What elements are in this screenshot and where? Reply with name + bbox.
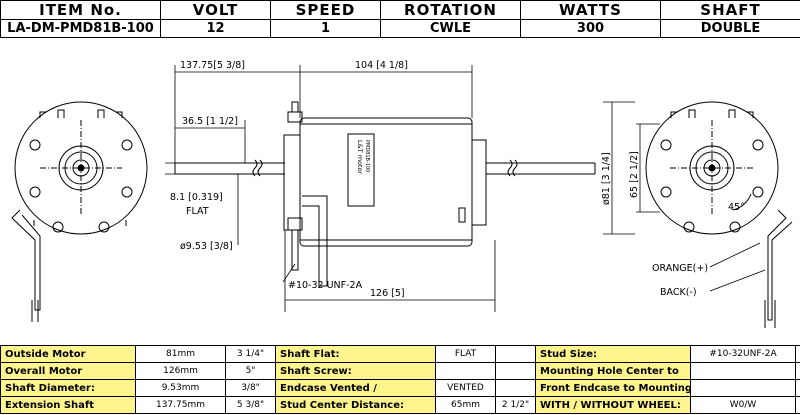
brand-label: L&T motor	[356, 140, 364, 175]
part-label: PMD81B-100	[364, 140, 370, 172]
side-view	[174, 101, 596, 287]
spec-value	[495, 345, 536, 363]
val-rotation: CWLE	[380, 19, 521, 38]
spec-value: FLAT	[435, 345, 496, 363]
dim-extension: 137.75[5 3/8]	[180, 60, 245, 71]
spec-label: Shaft Diameter:	[0, 379, 136, 397]
dimension-lines	[165, 65, 766, 312]
val-volt: 12	[160, 19, 271, 38]
spec-label: Front Endcase to Mounting	[535, 379, 691, 397]
col-item-no: ITEM No.	[0, 0, 161, 20]
spec-value: #10-32UNF-2A	[690, 345, 796, 363]
col-rotation: ROTATION	[380, 0, 521, 20]
wire-orange-label: ORANGE(+)	[652, 263, 708, 274]
spec-label: Overall Motor	[0, 362, 136, 380]
wire-black-label: BACK(-)	[660, 287, 697, 298]
dim-body: 104 [4 1/8]	[355, 60, 408, 71]
col-speed: SPEED	[270, 0, 381, 20]
val-watts: 300	[520, 19, 661, 38]
spec-value: 3/8"	[225, 379, 276, 397]
spec-value	[795, 379, 800, 397]
spec-value	[690, 379, 796, 397]
spec-value: 5"	[225, 362, 276, 380]
spec-value	[795, 362, 800, 380]
spec-value: W0/W	[690, 396, 796, 414]
spec-label: Mounting Hole Center to	[535, 362, 691, 380]
spec-label: Stud Size:	[535, 345, 691, 363]
value-row: LA-DM-PMD81B-100 12 1 CWLE 300 DOUBLE	[0, 19, 800, 38]
spec-value	[495, 362, 536, 380]
spec-value: 81mm	[135, 345, 226, 363]
spec-label: WITH / WITHOUT WHEEL:	[535, 396, 691, 414]
spec-value	[795, 396, 800, 414]
spec-label: Shaft Screw:	[275, 362, 436, 380]
spec-label: Outside Motor	[0, 345, 136, 363]
spec-label: Shaft Flat:	[275, 345, 436, 363]
val-shaft: DOUBLE	[660, 19, 800, 38]
header-table: ITEM No. VOLT SPEED ROTATION WATTS SHAFT…	[0, 0, 800, 38]
flat-label: FLAT	[186, 206, 209, 217]
dim-overall: 126 [5]	[370, 288, 405, 299]
spec-value	[795, 345, 800, 363]
angle-label: 45°	[728, 202, 745, 213]
col-watts: WATTS	[520, 0, 661, 20]
dim-stud-center: 65 [2 1/2]	[629, 151, 640, 198]
spec-value: 2 1/2"	[495, 396, 536, 414]
spec-label: Extension Shaft	[0, 396, 136, 414]
val-item-no: LA-DM-PMD81B-100	[0, 19, 161, 38]
spec-value	[495, 379, 536, 397]
spec-label: Endcase Vented /	[275, 379, 436, 397]
spec-label: Stud Center Distance:	[275, 396, 436, 414]
col-volt: VOLT	[160, 0, 271, 20]
left-end-view	[11, 101, 148, 322]
dim-shaft-dia: ø9.53 [3/8]	[180, 241, 233, 252]
header-row: ITEM No. VOLT SPEED ROTATION WATTS SHAFT	[0, 0, 800, 20]
spec-value: VENTED	[435, 379, 496, 397]
val-speed: 1	[270, 19, 381, 38]
spec-value: 137.75mm	[135, 396, 226, 414]
spec-value: 65mm	[435, 396, 496, 414]
spec-value	[435, 362, 496, 380]
dim-flat: 8.1 [0.319]	[170, 192, 223, 203]
spec-value: 5 3/8"	[225, 396, 276, 414]
motor-drawing: 137.75[5 3/8] 104 [4 1/8] 36.5 [1 1/2] 8…	[11, 60, 793, 328]
spec-value	[690, 362, 796, 380]
spec-value: 9.53mm	[135, 379, 226, 397]
col-shaft: SHAFT	[660, 0, 800, 20]
dim-outside: ø81 [3 1/4]	[601, 152, 612, 205]
dim-stud: #10-32 UNF-2A	[288, 280, 363, 291]
right-end-view	[645, 101, 793, 328]
spec-value: 126mm	[135, 362, 226, 380]
dim-flat-length: 36.5 [1 1/2]	[182, 116, 238, 127]
spec-value: 3 1/4"	[225, 345, 276, 363]
